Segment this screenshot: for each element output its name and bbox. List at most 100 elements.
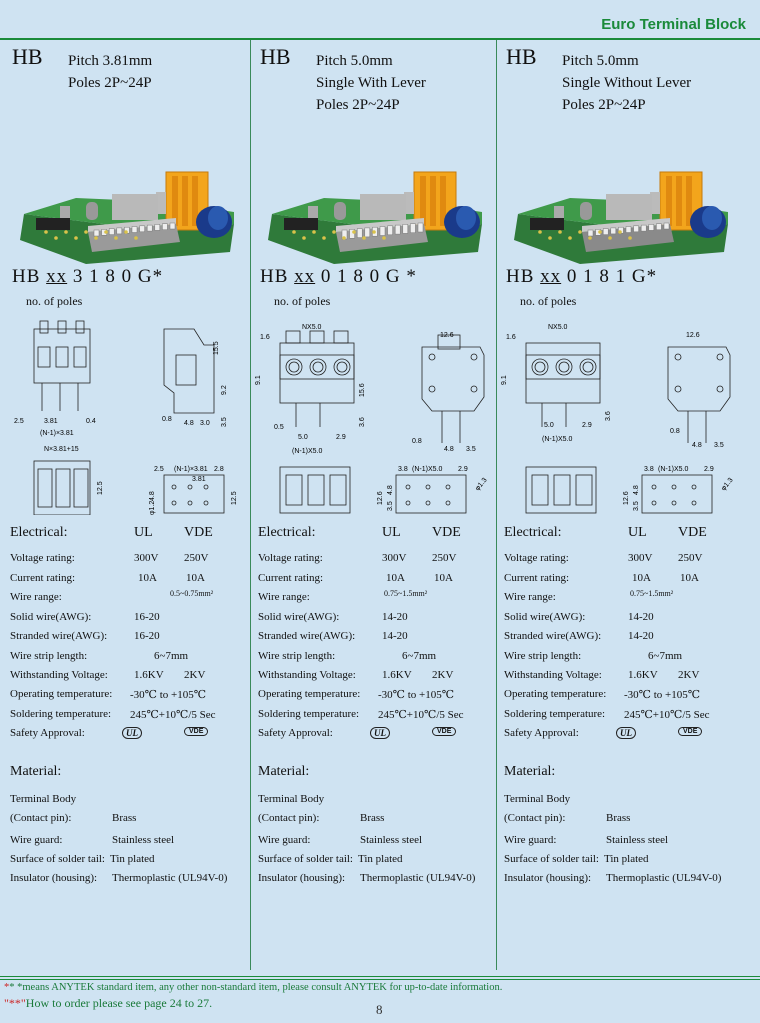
column-divider [496, 40, 497, 970]
electrical-label: Safety Approval: [10, 727, 85, 739]
electrical-label: Wire strip length: [10, 650, 88, 662]
electrical-label: Stranded wire(AWG): [10, 630, 108, 642]
footnote-standard-text: * *means ANYTEK standard item, any other… [9, 982, 503, 993]
svg-text:0.4: 0.4 [86, 418, 96, 425]
svg-text:2.8: 2.8 [214, 466, 224, 473]
svg-text:5.0: 5.0 [544, 422, 554, 429]
svg-text:(N-1)×3.81: (N-1)×3.81 [40, 430, 74, 437]
svg-text:1.6: 1.6 [260, 334, 270, 341]
electrical-label: Wire strip length: [504, 650, 582, 662]
electrical-heading: Electrical: [504, 525, 562, 540]
material-label: Surface of solder tail: [258, 853, 353, 865]
material-label: Surface of solder tail: [504, 853, 599, 865]
series-code: HB [260, 44, 291, 69]
material-value: Stainless steel [360, 834, 423, 846]
svg-text:N×3.81+15: N×3.81+15 [44, 446, 79, 453]
electrical-value-op-temp: -30℃ to +105℃ [378, 689, 455, 701]
electrical-label: Wire range: [504, 591, 556, 603]
electrical-value-withstand-ul: 1.6KV [134, 669, 164, 681]
electrical-label: Operating temperature: [10, 688, 113, 700]
svg-text:15.6: 15.6 [359, 383, 366, 397]
electrical-value-solid: 16-20 [134, 611, 160, 623]
electrical-value-stranded: 14-20 [628, 630, 654, 642]
svg-text:(N-1)X5.0: (N-1)X5.0 [412, 466, 442, 473]
page-number: 8 [376, 1002, 383, 1017]
electrical-value-voltage-ul: 300V [134, 552, 159, 564]
svg-text:4.8: 4.8 [184, 420, 194, 427]
electrical-value-current-vde: 10A [186, 572, 205, 584]
product-photo [510, 132, 730, 264]
electrical-label: Safety Approval: [504, 727, 579, 739]
part-number-suffix: 0 1 8 0 G * [315, 266, 417, 287]
electrical-value-voltage-ul: 300V [382, 552, 407, 564]
electrical-label: Solid wire(AWG): [258, 611, 340, 623]
material-heading: Material: [258, 764, 310, 779]
electrical-value-solder: 245℃+10℃/5 Sec [378, 709, 464, 721]
electrical-value-solder: 245℃+10℃/5 Sec [130, 709, 216, 721]
vde-column-heading: VDE [184, 525, 213, 540]
part-number-prefix: HB [12, 266, 47, 287]
electrical-label: Wire range: [258, 591, 310, 603]
electrical-label: Operating temperature: [504, 688, 607, 700]
electrical-label: Current rating: [258, 572, 324, 584]
svg-text:9.1: 9.1 [501, 375, 508, 385]
electrical-label: Voltage rating: [10, 552, 75, 564]
svg-text:3.6: 3.6 [359, 417, 366, 427]
spec-line: Pitch 5.0mm [562, 53, 639, 69]
svg-text:12.6: 12.6 [686, 332, 700, 339]
vde-column-heading: VDE [678, 525, 707, 540]
electrical-label: Soldering temperature: [10, 708, 112, 720]
svg-text:0.8: 0.8 [412, 438, 422, 445]
svg-text:3.8: 3.8 [398, 466, 408, 473]
series-code: HB [506, 44, 537, 69]
electrical-label: Safety Approval: [258, 727, 333, 739]
electrical-value-current-ul: 10A [138, 572, 157, 584]
electrical-value-voltage-ul: 300V [628, 552, 653, 564]
product-photo [16, 132, 236, 264]
vde-column-heading: VDE [432, 525, 461, 540]
poles-label: no. of poles [274, 294, 331, 308]
part-number-suffix: 0 1 8 1 G* [561, 266, 658, 287]
svg-text:(N-1)X5.0: (N-1)X5.0 [292, 448, 322, 455]
svg-text:12.6: 12.6 [440, 332, 454, 339]
footnote-order-text: How to order please see page 24 to 27. [25, 996, 213, 1010]
part-number-poles-code: xx [540, 266, 562, 287]
svg-text:9.1: 9.1 [255, 375, 262, 385]
material-value: Tin plated [604, 853, 649, 865]
ul-approval-badge: UL [122, 727, 142, 739]
material-value: Thermoplastic (UL94V-0) [112, 872, 228, 884]
svg-text:2.9: 2.9 [582, 422, 592, 429]
material-heading: Material: [504, 764, 556, 779]
part-number: HB xx 3 1 8 0 G* [12, 266, 163, 288]
material-value: Brass [606, 812, 631, 824]
svg-text:4.8: 4.8 [149, 491, 156, 501]
header-title: Euro Terminal Block [601, 16, 746, 33]
svg-text:4.8: 4.8 [444, 446, 454, 453]
material-label: Insulator (housing): [258, 872, 346, 884]
poles-label: no. of poles [26, 294, 83, 308]
ul-approval-badge: UL [616, 727, 636, 739]
ul-column-heading: UL [628, 525, 647, 540]
svg-text:(N-1)×3.81: (N-1)×3.81 [174, 466, 208, 473]
electrical-value-strip: 6~7mm [402, 650, 437, 662]
svg-text:2.9: 2.9 [704, 466, 714, 473]
electrical-value-solder: 245℃+10℃/5 Sec [624, 709, 710, 721]
material-value: Stainless steel [112, 834, 175, 846]
electrical-value-withstand-ul: 1.6KV [382, 669, 412, 681]
ul-approval-badge: UL [370, 727, 390, 739]
ul-column-heading: UL [134, 525, 153, 540]
material-label: Insulator (housing): [10, 872, 98, 884]
electrical-heading: Electrical: [258, 525, 316, 540]
svg-text:4.8: 4.8 [692, 442, 702, 449]
footnote-how-to-order: "**"How to order please see page 24 to 2… [4, 996, 213, 1010]
svg-text:12.5: 12.5 [97, 481, 104, 495]
svg-text:2.9: 2.9 [336, 434, 346, 441]
svg-text:12.6: 12.6 [377, 491, 384, 505]
material-label: Wire guard: [504, 834, 557, 846]
spec-line: Single With Lever [316, 75, 426, 91]
part-number-suffix: 3 1 8 0 G* [67, 266, 164, 287]
